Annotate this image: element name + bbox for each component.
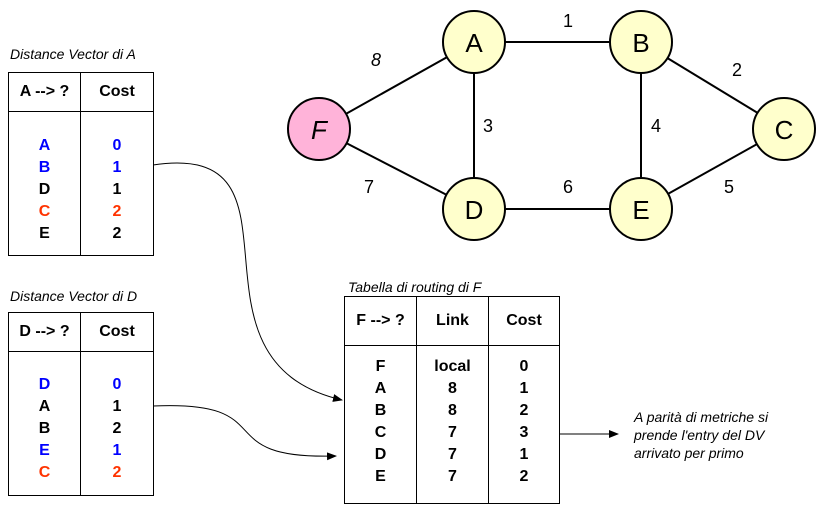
routing-f-row-link-2: 8 <box>448 402 457 419</box>
routing-f-row-link-0: local <box>434 358 471 375</box>
dv-d-cost-column: 0 1 2 1 2 <box>81 352 153 496</box>
routing-f-row-link-4: 7 <box>448 446 457 463</box>
dv-d-row-cost-0: 0 <box>112 376 122 393</box>
node-label-b: B <box>632 28 649 58</box>
note-line-1: A parità di metriche si <box>634 409 769 425</box>
arrow-dv-a-to-routing <box>152 162 343 402</box>
routing-f-header-link: Link <box>417 297 489 345</box>
note-line-2: prende l'entry del DV <box>634 427 765 443</box>
node-d: D <box>442 177 506 241</box>
routing-f-row-dest-3: C <box>374 424 387 441</box>
dv-a-header: A --> ? Cost <box>9 73 153 112</box>
node-circle-c <box>752 97 816 161</box>
routing-f-row-dest-5: E <box>375 468 386 485</box>
node-label-e: E <box>632 195 649 225</box>
routing-f-row-cost-5: 2 <box>519 468 529 485</box>
routing-f-header-dest: F --> ? <box>345 297 417 345</box>
dv-a-header-cost: Cost <box>99 83 135 100</box>
routing-f-row-dest-2: B <box>374 402 387 419</box>
routing-f-header-cost: Cost <box>506 312 542 329</box>
dv-a-row-dest-4: E <box>39 225 50 242</box>
dv-a-row-dest-0: A <box>38 137 51 154</box>
dv-d-row-cost-4: 2 <box>112 464 122 481</box>
dv-a-row-cost-0: 0 <box>112 137 122 154</box>
routing-f-cost-column: 0 1 2 3 1 2 <box>489 346 559 504</box>
dv-d-row-dest-4: C <box>38 464 51 481</box>
node-circle-d <box>442 177 506 241</box>
dv-a-caption: Distance Vector di A <box>10 46 136 62</box>
node-label-f: F <box>311 115 329 145</box>
dv-d-row-dest-3: E <box>39 442 50 459</box>
edge-weight-f-d: 7 <box>364 177 374 197</box>
node-circle-a <box>442 10 506 74</box>
routing-f-row-cost-2: 2 <box>519 402 529 419</box>
node-label-d: D <box>465 195 484 225</box>
node-circle-f <box>287 97 351 161</box>
graph-edges <box>318 41 785 210</box>
node-b: B <box>609 10 673 74</box>
routing-f-header: F --> ? Link Cost <box>345 297 559 346</box>
dv-a-row-dest-1: B <box>38 159 51 176</box>
dv-d-caption: Distance Vector di D <box>10 288 138 304</box>
routing-f-caption: Tabella di routing di F <box>348 279 482 295</box>
dv-a-cost-column: 0 1 1 2 2 <box>81 112 153 256</box>
dv-d-row-cost-1: 1 <box>112 398 122 415</box>
routing-f-link-column: local 8 8 7 7 7 <box>417 346 489 504</box>
node-circle-b <box>609 10 673 74</box>
routing-f-row-dest-0: F <box>375 358 386 375</box>
dv-a-row-dest-3: C <box>38 203 51 220</box>
arrow-dv-d-to-routing <box>152 405 337 461</box>
tie-break-note: A parità di metriche si prende l'entry d… <box>634 408 768 462</box>
edge-weight-b-c: 2 <box>732 60 742 80</box>
dv-a-row-cost-4: 2 <box>112 225 122 242</box>
dv-d-row-dest-2: B <box>38 420 51 437</box>
edge-weight-e-c: 5 <box>724 177 734 197</box>
dv-a-row-cost-2: 1 <box>112 181 122 198</box>
routing-f-row-dest-4: D <box>374 446 387 463</box>
dv-d-row-cost-3: 1 <box>112 442 122 459</box>
dv-a-row-cost-1: 1 <box>112 159 122 176</box>
node-c: C <box>752 97 816 161</box>
routing-f-row-cost-1: 1 <box>519 380 529 397</box>
dv-d-row-dest-0: D <box>38 376 51 393</box>
node-f: F <box>287 97 351 161</box>
node-e: E <box>609 177 673 241</box>
node-a: A <box>442 10 506 74</box>
edge-weight-b-e: 4 <box>651 116 661 136</box>
dv-a-header-dest: A --> ? <box>9 73 81 111</box>
routing-f-row-link-1: 8 <box>448 380 457 397</box>
note-line-3: arrivato per primo <box>634 445 744 461</box>
node-circle-e <box>609 177 673 241</box>
graph-nodes: A B C D E F <box>287 10 816 241</box>
dv-d-row-cost-2: 2 <box>112 420 122 437</box>
edge-weight-a-d: 3 <box>483 116 493 136</box>
routing-f-row-link-5: 7 <box>448 468 457 485</box>
edge-weight-f-a: 8 <box>371 50 381 70</box>
routing-f-row-link-3: 7 <box>448 424 457 441</box>
dv-d-row-dest-1: A <box>38 398 51 415</box>
dv-d-header-cost: Cost <box>99 323 135 340</box>
routing-f-row-cost-3: 3 <box>519 424 529 441</box>
graph-edge-weights: 1 2 3 4 5 6 7 8 <box>364 11 742 197</box>
node-label-a: A <box>465 28 483 58</box>
dv-a-row-cost-3: 2 <box>112 203 122 220</box>
routing-f-row-cost-0: 0 <box>519 358 529 375</box>
dv-a-row-dest-2: D <box>38 181 51 198</box>
dv-d-header-dest: D --> ? <box>9 313 81 351</box>
routing-f-row-dest-1: A <box>374 380 387 397</box>
edge-weight-a-b: 1 <box>563 11 573 31</box>
node-label-c: C <box>775 115 794 145</box>
dv-d-header: D --> ? Cost <box>9 313 153 352</box>
routing-f-row-cost-4: 1 <box>519 446 529 463</box>
edge-weight-d-e: 6 <box>563 177 573 197</box>
